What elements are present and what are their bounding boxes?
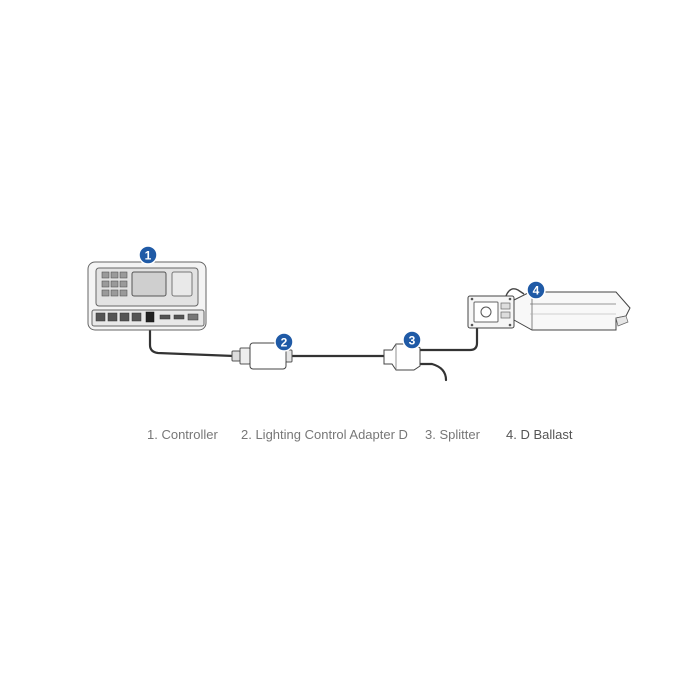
label-ballast: 4. D Ballast <box>506 427 573 442</box>
lighting-control-adapter <box>231 342 293 370</box>
controller-device <box>87 261 207 331</box>
ballast <box>467 288 631 331</box>
cable-controller-to-adapter <box>148 318 236 358</box>
splitter <box>383 343 421 371</box>
badge-1: 1 <box>138 245 158 265</box>
cable-splitter-to-ballast <box>418 326 479 352</box>
label-splitter: 3. Splitter <box>425 427 480 442</box>
badge-1-text: 1 <box>145 249 152 263</box>
badge-2-text: 2 <box>281 336 288 350</box>
badge-2: 2 <box>274 332 294 352</box>
badge-3-text: 3 <box>409 334 416 348</box>
cables <box>148 318 479 382</box>
label-controller: 1. Controller <box>147 427 218 442</box>
badge-4-text: 4 <box>533 284 540 298</box>
badge-4: 4 <box>526 280 546 300</box>
badge-3: 3 <box>402 330 422 350</box>
label-lighting-control-adapter: 2. Lighting Control Adapter D <box>241 427 408 442</box>
cable-splitter-out <box>418 362 448 382</box>
